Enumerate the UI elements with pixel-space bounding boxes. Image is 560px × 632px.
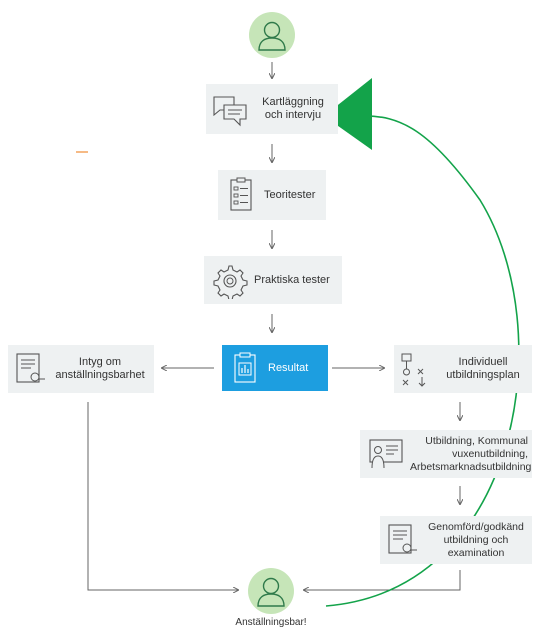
step-label: Kartläggning och intervju <box>262 96 324 121</box>
step-label: Individuell utbildningsplan <box>446 356 520 381</box>
person-icon <box>258 21 286 51</box>
step-kartlaggning: Kartläggning och intervju <box>206 84 338 134</box>
end-label: Anställningsbar! <box>235 617 307 628</box>
teacher-board-icon <box>369 439 403 469</box>
clipboard-chart-icon <box>234 352 256 383</box>
person-icon <box>257 577 285 607</box>
chat-bubbles-icon <box>213 96 247 127</box>
step-praktiska: Praktiska tester <box>204 256 342 304</box>
connector <box>304 570 461 590</box>
certificate-icon <box>16 353 45 383</box>
step-label: Teoritester <box>264 188 316 201</box>
certificate-icon <box>388 524 417 554</box>
connector <box>87 402 238 590</box>
step-teoritester: Teoritester <box>218 170 326 220</box>
step-label: Praktiska tester <box>254 273 330 286</box>
step-plan: Individuell utbildningsplan <box>394 345 532 393</box>
step-label: Resultat <box>268 361 309 374</box>
step-resultat: Resultat <box>222 345 328 391</box>
step-utbildning: Utbildning, Kommunal vuxenutbildning, Ar… <box>360 430 532 478</box>
step-label: Utbildning, Kommunal vuxenutbildning, Ar… <box>410 434 532 473</box>
end-avatar <box>248 568 294 614</box>
step-genomford: Genomförd/godkänd utbildning och examina… <box>380 516 532 564</box>
step-label: Intyg om anställningsbarhet <box>55 356 145 381</box>
start-avatar <box>249 12 295 58</box>
flowchart-icon <box>401 353 426 387</box>
gear-icon <box>213 265 248 299</box>
feedback-arrowhead <box>324 78 372 150</box>
step-intyg: Intyg om anställningsbarhet <box>8 345 154 393</box>
step-label: Genomförd/godkänd utbildning och examina… <box>428 520 524 559</box>
checklist-icon <box>230 177 252 211</box>
